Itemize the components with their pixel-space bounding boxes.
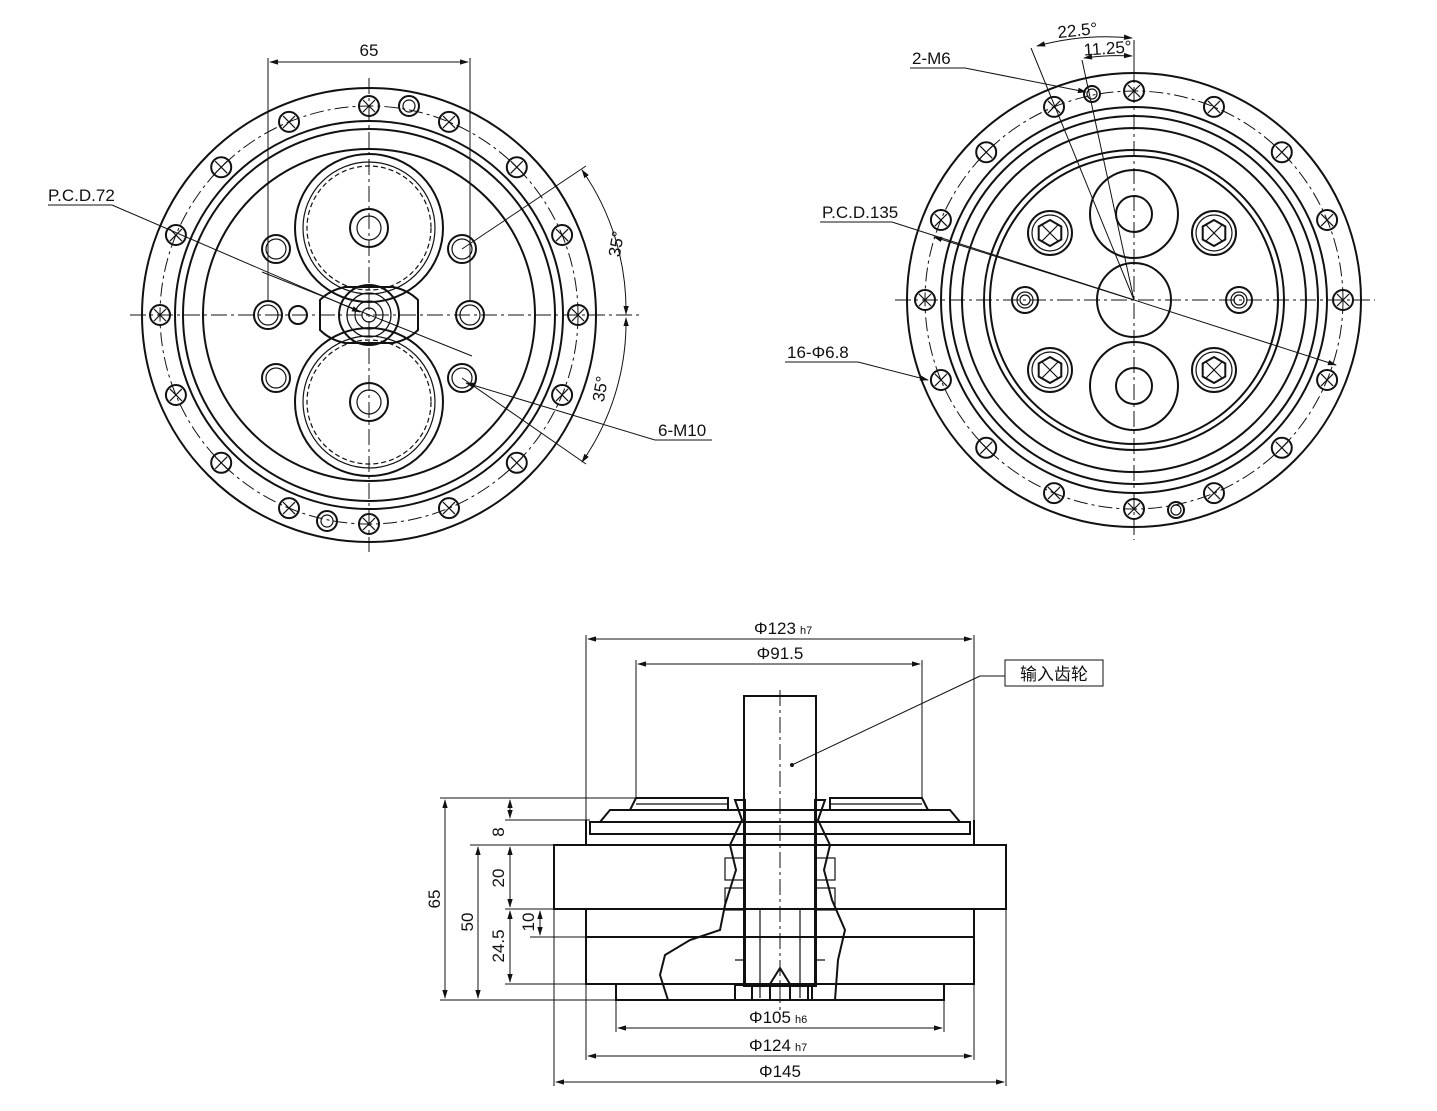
- bolt-hole: [437, 110, 460, 133]
- section-dia-91-5: Φ91.5: [757, 644, 804, 663]
- bolt-hole: [1316, 368, 1339, 391]
- bolt-hole: [929, 368, 952, 391]
- bolt-hole: [210, 156, 233, 179]
- section-dia-105: Φ105: [749, 1008, 791, 1027]
- bolt-hole: [149, 304, 171, 326]
- m10-holes: [253, 234, 485, 393]
- bolt-hole: [975, 141, 998, 164]
- section-height-10: 10: [519, 913, 538, 932]
- bolt-hole: [975, 436, 998, 459]
- bolt-hole: [278, 110, 301, 133]
- rear-view: 22.5° 11.25° 2-M6 P.C.D.135 16-Φ6.8: [785, 19, 1375, 540]
- front-pcd-label: P.C.D.72: [48, 186, 115, 205]
- section-height-24-5: 24.5: [489, 929, 508, 962]
- hex-socket-icon: [1037, 218, 1063, 248]
- rear-bolt-holes: [914, 80, 1354, 520]
- center-sun-gear: [319, 284, 419, 346]
- bolt-hole: [1202, 482, 1225, 505]
- front-angle-lower: 35°: [589, 375, 612, 404]
- bolt-hole: [1202, 95, 1225, 118]
- bolt-hole: [1332, 289, 1354, 311]
- section-height-20: 20: [489, 869, 508, 888]
- section-height-50: 50: [458, 913, 477, 932]
- callout-input-gear: 输入齿轮: [1020, 665, 1088, 685]
- section-dia-124: Φ124: [749, 1036, 791, 1055]
- section-dia-105-tol: h6: [795, 1014, 807, 1026]
- bolt-hole: [914, 289, 936, 311]
- section-dia-124-tol: h7: [795, 1042, 807, 1054]
- bolt-hole: [1270, 141, 1293, 164]
- hex-socket-icon: [1037, 355, 1063, 385]
- section-dia-145: Φ145: [759, 1062, 801, 1081]
- rear-center-bore: [1096, 262, 1172, 338]
- bolt-hole: [278, 497, 301, 520]
- bolt-hole: [1123, 498, 1145, 520]
- front-dim-65: 65: [360, 41, 379, 60]
- bolt-hole: [1123, 80, 1145, 102]
- upper-planet-gear: [294, 153, 444, 303]
- bolt-hole: [164, 383, 187, 406]
- section-dia-123-tol: h7: [800, 625, 812, 637]
- section-view: Φ123 h7 Φ91.5 输入齿轮 Φ105 h6 Φ124 h7 Φ145 …: [425, 619, 1104, 1086]
- hex-socket-icon: [1201, 218, 1227, 248]
- bolt-hole: [1043, 482, 1066, 505]
- bolt-hole: [567, 304, 589, 326]
- section-height-8: 8: [489, 827, 508, 836]
- bolt-hole: [1316, 209, 1339, 232]
- section-dia-123: Φ123: [754, 619, 796, 638]
- front-view: 65 P.C.D.72 35° 35° 6-M10: [48, 41, 712, 552]
- callout-box: [1004, 659, 1104, 687]
- bolt-hole: [1043, 95, 1066, 118]
- bolt-hole: [929, 209, 952, 232]
- front-bolt-holes: [149, 95, 589, 535]
- bolt-hole: [358, 513, 380, 535]
- rear-angle-big: 22.5°: [1057, 19, 1099, 42]
- lower-planet-gear: [294, 327, 444, 477]
- bolt-hole: [551, 224, 574, 247]
- rear-holes-label: 16-Φ6.8: [787, 343, 849, 362]
- front-outer-flange: [141, 87, 597, 543]
- bolt-hole: [551, 383, 574, 406]
- bolt-hole: [358, 95, 380, 117]
- front-m10-label: 6-M10: [658, 421, 706, 440]
- bolt-hole: [1270, 436, 1293, 459]
- rear-hex-bolts: [1027, 210, 1237, 393]
- section-height-65: 65: [425, 890, 444, 909]
- rear-angle-small: 11.25°: [1083, 37, 1132, 59]
- bolt-hole: [164, 224, 187, 247]
- front-angle-upper: 35°: [605, 230, 628, 259]
- bolt-hole: [437, 497, 460, 520]
- bolt-hole: [505, 156, 528, 179]
- bolt-hole: [210, 451, 233, 474]
- hex-socket-icon: [1201, 355, 1227, 385]
- rear-pcd-label: P.C.D.135: [822, 203, 898, 222]
- bolt-hole: [505, 451, 528, 474]
- rear-m6-label: 2-M6: [912, 49, 951, 68]
